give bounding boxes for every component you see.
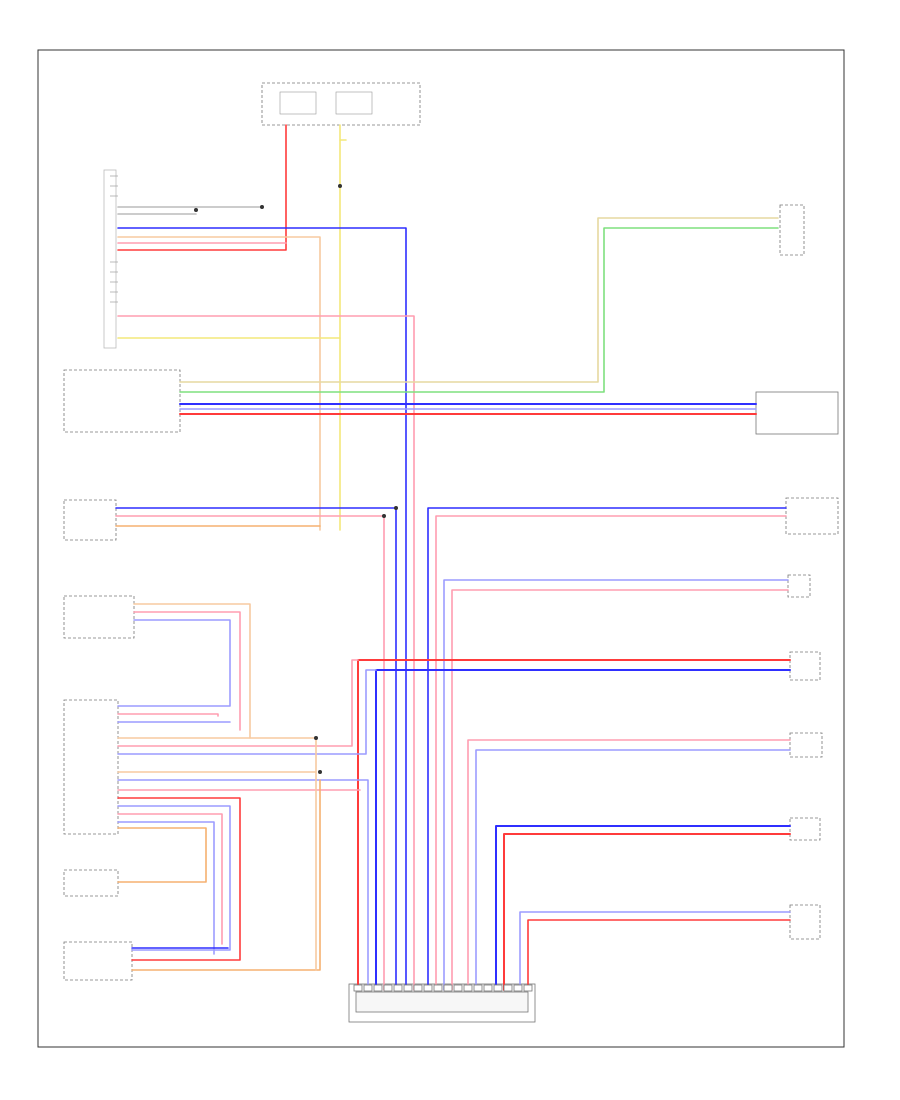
wire-blue-fsr (375, 669, 791, 991)
wire-pink-ccu (133, 611, 241, 731)
front-sensor-right (789, 651, 821, 681)
wire-red-fuse (117, 124, 287, 251)
wire-pink-meter (435, 515, 787, 991)
wire-orange-ccu (133, 603, 251, 739)
connector-stubs (110, 175, 118, 303)
wire-lightblue-lcu-2 (117, 669, 377, 755)
lower-right-unit (789, 904, 821, 940)
dlc-pin (393, 984, 403, 992)
dlc-pin (413, 984, 423, 992)
fuse-left (279, 91, 317, 115)
small-unit-left (63, 869, 119, 897)
central-gateway-upper-left (103, 169, 117, 349)
splice-dot (394, 506, 398, 510)
data-link-connector-inner (355, 991, 529, 1013)
wire-lightblue-ccu (117, 619, 231, 707)
splice-dot (382, 514, 386, 518)
module-right-upper (755, 391, 839, 435)
combination-meter (785, 497, 839, 535)
dlc-pin (493, 984, 503, 992)
wire-lightblue-rsr (475, 749, 791, 991)
wire-blue-tcm (115, 507, 397, 991)
diagram-frame (37, 49, 845, 1048)
transmission-control (63, 499, 117, 541)
wire-pink-lru (527, 919, 791, 991)
dlc-pin (473, 984, 483, 992)
fuse-right (335, 91, 373, 115)
wire-pink-sas (451, 589, 789, 991)
large-control-unit (63, 699, 119, 835)
wire-pink-tcm (115, 515, 385, 991)
wire-red-yaw (503, 833, 791, 991)
connector-upper-right (779, 204, 805, 256)
splice-dot (338, 184, 342, 188)
wire-orange-lcu-10 (117, 827, 207, 883)
wire-green-ur (179, 227, 779, 393)
dlc-pin (443, 984, 453, 992)
wire-pink-lcu-1 (117, 713, 219, 717)
rear-sensor-right (789, 732, 823, 758)
wire-lightblue-sas (443, 579, 789, 991)
wire-blue-main (117, 227, 407, 991)
dlc-pin (433, 984, 443, 992)
fuse-box (261, 82, 421, 126)
wire-tan-ur (179, 217, 779, 383)
splice-dot (194, 208, 198, 212)
wire-lightblue-lcu-9 (117, 821, 215, 955)
splice-dot (260, 205, 264, 209)
wire-red-lcu-6 (117, 797, 241, 961)
wire-pink-lcu-2 (117, 659, 359, 747)
dlc-pin (463, 984, 473, 992)
wires (115, 124, 791, 991)
dlc-pin (383, 984, 393, 992)
bottom-left-unit (63, 941, 133, 981)
dlc-pin (363, 984, 373, 992)
wire-orange-blu (131, 779, 321, 971)
wire-blue-yaw (495, 825, 791, 991)
center-console-unit (63, 595, 135, 639)
dlc-pin (423, 984, 433, 992)
steering-angle-sensor (787, 574, 811, 598)
wire-red-upper (117, 315, 415, 991)
wire-lightorange-upper (117, 236, 321, 531)
wire-lightblue-lcu-4 (117, 779, 369, 991)
splice-dot (318, 770, 322, 774)
rear-control-unit-left (63, 369, 181, 433)
wire-pink-lcu-8 (117, 813, 223, 945)
splice-points (194, 184, 398, 774)
yaw-rate-sensor (789, 817, 821, 841)
dlc-pin (453, 984, 463, 992)
dlc-pin (483, 984, 493, 992)
dlc-pin (373, 984, 383, 992)
wire-pink-rsr (467, 739, 791, 991)
wire-lightblue-lcu-7 (117, 805, 231, 951)
dlc-pin (403, 984, 413, 992)
dlc-pin (523, 984, 533, 992)
splice-dot (314, 736, 318, 740)
component-boxes (63, 82, 839, 1023)
dlc-pin (353, 984, 363, 992)
dlc-pins (353, 984, 533, 992)
fuse-box-fuses (279, 91, 373, 115)
wire-lightblue-lru (519, 911, 791, 991)
wire-blue-meter (427, 507, 787, 991)
dlc-pin (503, 984, 513, 992)
dlc-pin (513, 984, 523, 992)
